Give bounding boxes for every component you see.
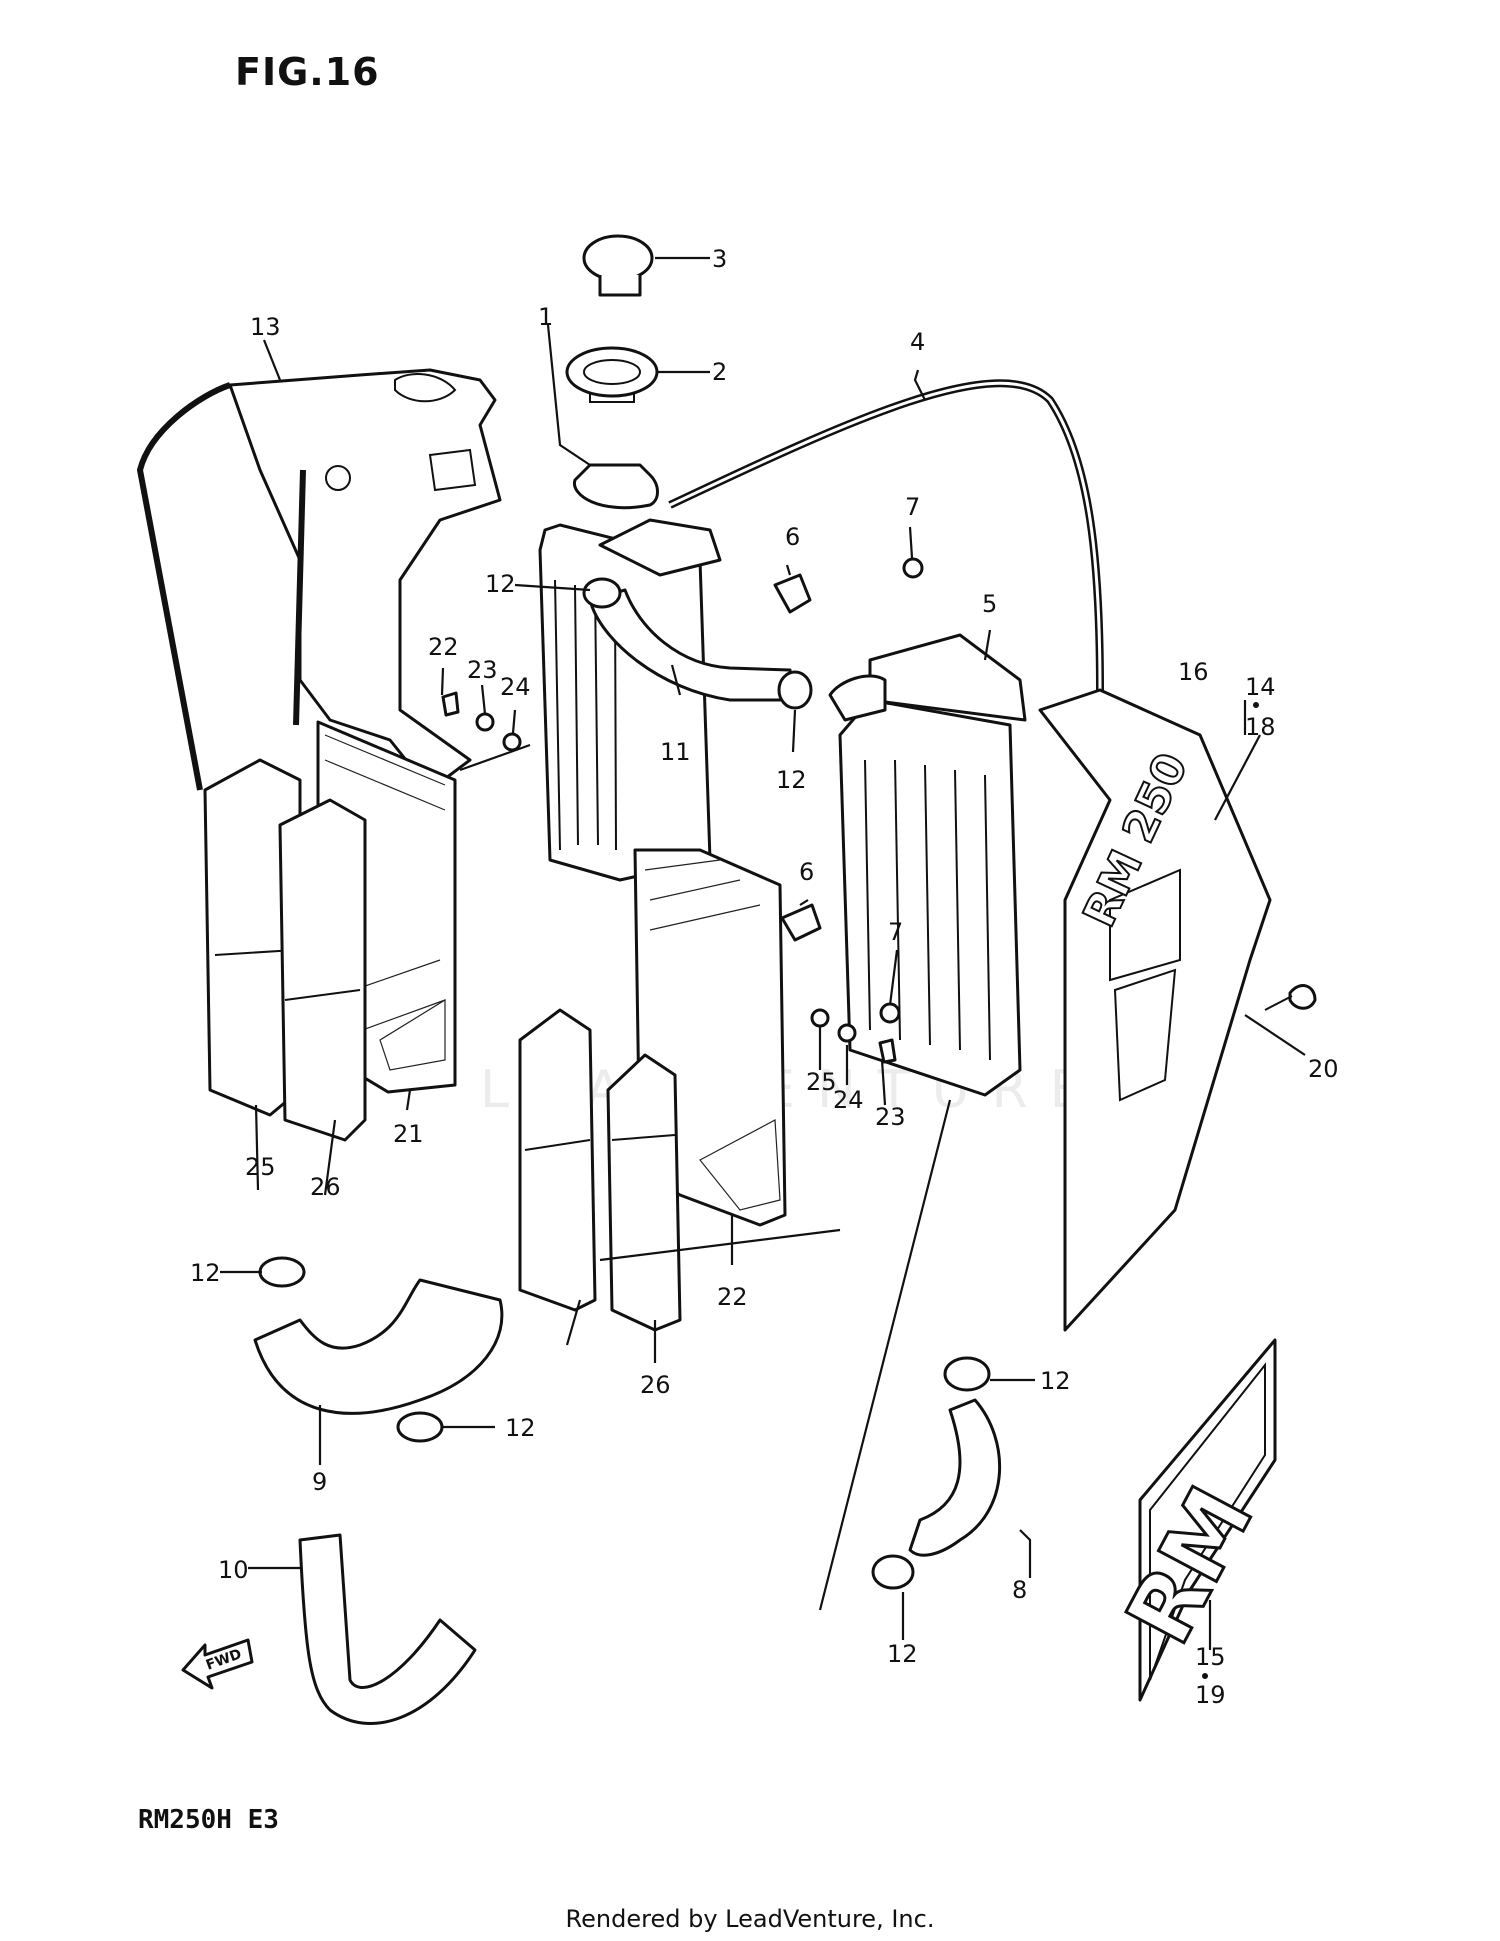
part-26-left-panel — [278, 798, 367, 1142]
callout-12e: 12 — [1040, 1367, 1071, 1395]
part-12-clamps — [258, 577, 991, 1590]
callout-15: 15 — [1195, 1643, 1226, 1671]
hardware-fasteners — [441, 557, 1317, 1064]
callout-18: 19 — [1195, 1681, 1226, 1709]
part-10-hose — [298, 1533, 477, 1725]
callout-7a: 7 — [905, 493, 920, 521]
callout-3: 3 — [712, 245, 727, 273]
callout-21: 22 — [717, 1283, 748, 1311]
callout-23b: 24 — [833, 1086, 864, 1114]
part-15-rm-decal — [1138, 1338, 1277, 1702]
callout-24b: 25 — [806, 1068, 837, 1096]
callout-8: 8 — [1012, 1576, 1027, 1604]
callout-12c: 12 — [190, 1259, 221, 1287]
fwd-arrow-icon — [181, 1638, 254, 1690]
callout-4: 4 — [910, 328, 925, 356]
footer-credit: Rendered by LeadVenture, Inc. — [565, 1905, 935, 1933]
callout-11: 11 — [660, 738, 691, 766]
part-9-hose — [253, 1278, 504, 1415]
callout-10: 10 — [218, 1556, 249, 1584]
callout-9: 9 — [312, 1468, 327, 1496]
callout-5: 5 — [982, 590, 997, 618]
leader-lines — [220, 256, 1306, 1650]
callout-6b: 6 — [799, 858, 814, 886]
callout-20: 21 — [393, 1120, 424, 1148]
callout-12a: 12 — [485, 570, 516, 598]
callout-7b: 7 — [888, 918, 903, 946]
callout-12b: 12 — [776, 766, 807, 794]
callout-19: 20 — [1308, 1055, 1339, 1083]
part-8-hose — [908, 1398, 1002, 1557]
figure-title: FIG.16 — [235, 50, 380, 94]
part-16-right-shroud — [1038, 688, 1272, 1332]
callout-14: 14 — [1245, 673, 1276, 701]
callout-16: 16 — [1178, 658, 1209, 686]
part-3-radiator-cap — [582, 234, 654, 297]
callout-25b: 26 — [640, 1371, 671, 1399]
callout-13: 13 — [250, 313, 281, 341]
callout-26a: 26 — [310, 1173, 341, 1201]
callout-17: 18 — [1245, 713, 1276, 741]
callout-23a: 23 — [467, 656, 498, 684]
callout-22a: 22 — [428, 633, 459, 661]
callout-22b: 23 — [875, 1103, 906, 1131]
callout-12d: 12 — [505, 1414, 536, 1442]
callout-12f: 12 — [887, 1640, 918, 1668]
callout-2: 2 — [712, 358, 727, 386]
callout-1: 1 — [538, 303, 553, 331]
part-2-radiator-cap — [565, 346, 659, 403]
part-5-right-radiator — [828, 633, 1027, 1097]
part-26-center-panel — [518, 1008, 597, 1312]
model-code: RM250H E3 — [138, 1805, 279, 1835]
callout-6a: 6 — [785, 523, 800, 551]
part-25-center-louver — [606, 1053, 682, 1332]
part-4-overflow-hose — [668, 379, 1104, 691]
callout-25a: 25 — [245, 1153, 276, 1181]
part-1-left-radiator — [538, 463, 722, 882]
part-13-left-shroud — [136, 368, 502, 792]
callout-24a: 24 — [500, 673, 531, 701]
callout-labels: 3 2 1 4 5 6 6 7 7 8 9 10 11 12 12 12 12 … — [190, 245, 1339, 1709]
